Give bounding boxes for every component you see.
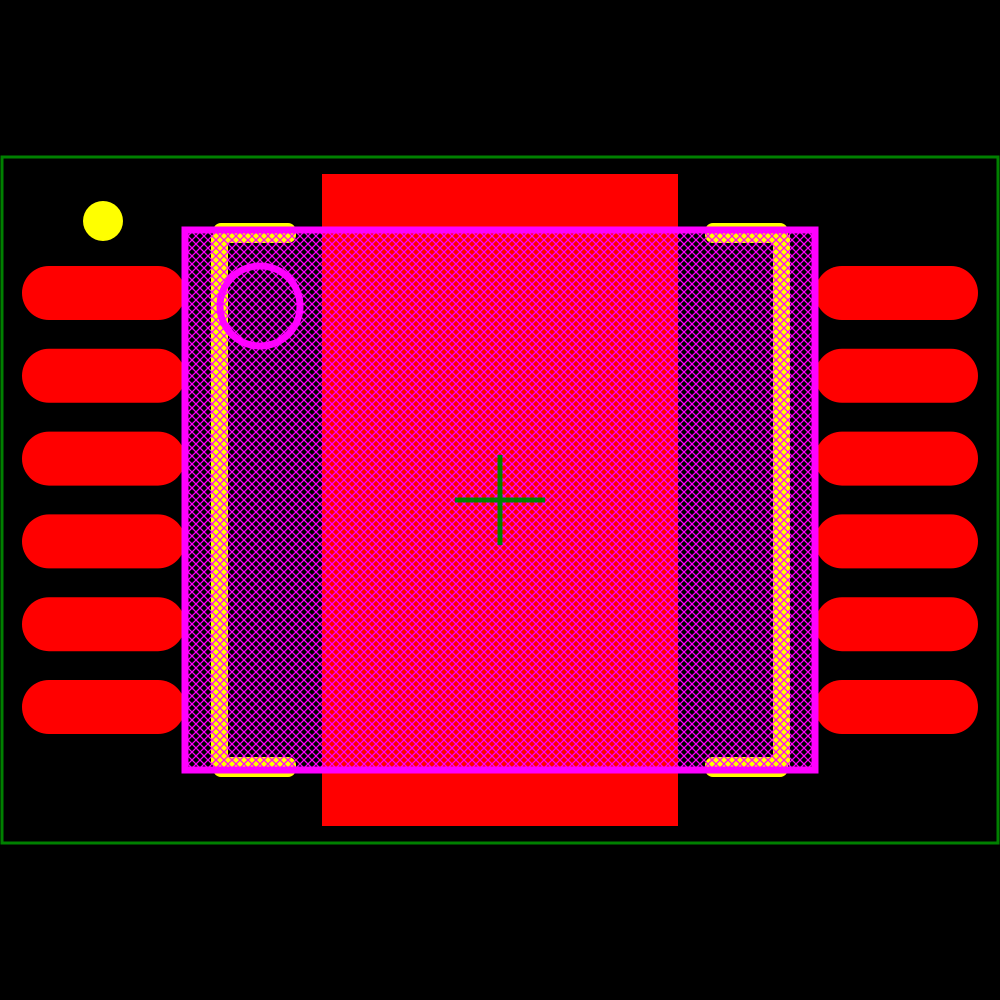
pad-5 <box>22 597 185 652</box>
pad-10 <box>815 431 978 486</box>
pad-3 <box>22 431 185 486</box>
pad-7 <box>815 680 978 734</box>
pad-11 <box>815 348 978 403</box>
pad-9 <box>815 514 978 569</box>
courtyard-outline <box>0 155 1000 845</box>
pad-8 <box>815 597 978 652</box>
pad-6 <box>22 680 185 734</box>
pads <box>22 266 978 734</box>
pin1-circle-marker <box>216 262 304 350</box>
origin-crosshair-icon <box>455 455 545 545</box>
pin1-marker-dot <box>83 201 123 241</box>
body-outline <box>181 226 819 774</box>
pad-4 <box>22 514 185 569</box>
pad-1 <box>22 266 185 320</box>
pad-2 <box>22 348 185 403</box>
pad-12 <box>815 266 978 320</box>
